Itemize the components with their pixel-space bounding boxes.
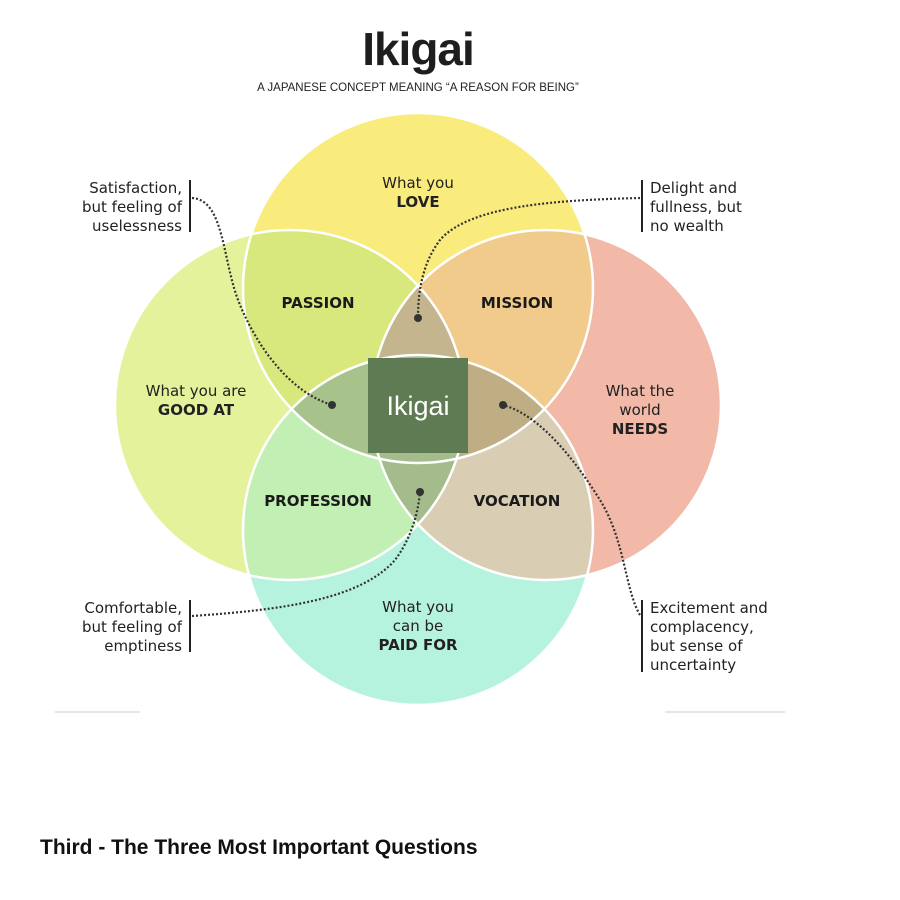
ikigai-center-label: Ikigai [386, 391, 449, 421]
note-top-right-line3: no wealth [650, 217, 724, 235]
passion-label: PASSION [281, 294, 354, 312]
note-top-left-line2: but feeling of [82, 198, 183, 216]
zone-passion-fill [243, 230, 465, 463]
note-bottom-left-line3: emptiness [104, 637, 182, 655]
diagram-subtitle: A JAPANESE CONCEPT MEANING “A REASON FOR… [257, 82, 579, 94]
good-at-label-line2: GOOD AT [158, 401, 235, 419]
mission-label: MISSION [481, 294, 553, 312]
needs-label-line3: NEEDS [612, 420, 668, 438]
profession-label: PROFESSION [264, 492, 372, 510]
note-bottom-right-line1: Excitement and [650, 599, 768, 617]
love-label-line1: What you [382, 174, 454, 192]
note-bottom-right-line4: uncertainty [650, 656, 736, 674]
connector-dot-bottom-right [499, 401, 507, 409]
paid-for-label-line1: What you [382, 598, 454, 616]
note-top-right-line2: fullness, but [650, 198, 742, 216]
needs-label-line1: What the [606, 382, 675, 400]
good-at-label-line1: What you are [146, 382, 247, 400]
diagram-title: Ikigai [362, 23, 475, 75]
zone-mission-fill [371, 230, 593, 463]
note-top-left-line1: Satisfaction, [89, 179, 182, 197]
note-top-right-line1: Delight and [650, 179, 737, 197]
paid-for-label-line3: PAID FOR [378, 636, 457, 654]
connector-dot-top-right [414, 314, 422, 322]
note-bottom-right-line2: complacency, [650, 618, 754, 636]
note-top-left-line3: uselessness [92, 217, 182, 235]
connector-bottom-left [191, 491, 422, 618]
connector-top-right [416, 196, 641, 319]
connector-dot-top-left [328, 401, 336, 409]
note-bottom-left-line2: but feeling of [82, 618, 183, 636]
love-label-line2: LOVE [396, 193, 439, 211]
note-bottom-right-line3: but sense of [650, 637, 743, 655]
paid-for-label-line2: can be [393, 617, 443, 635]
vocation-label: VOCATION [474, 492, 561, 510]
connector-dot-bottom-left [416, 488, 424, 496]
ikigai-center-box [368, 358, 468, 453]
page-caption: Third - The Three Most Important Questio… [40, 836, 478, 859]
needs-label-line2: world [619, 401, 660, 419]
note-bottom-left-line1: Comfortable, [84, 599, 182, 617]
